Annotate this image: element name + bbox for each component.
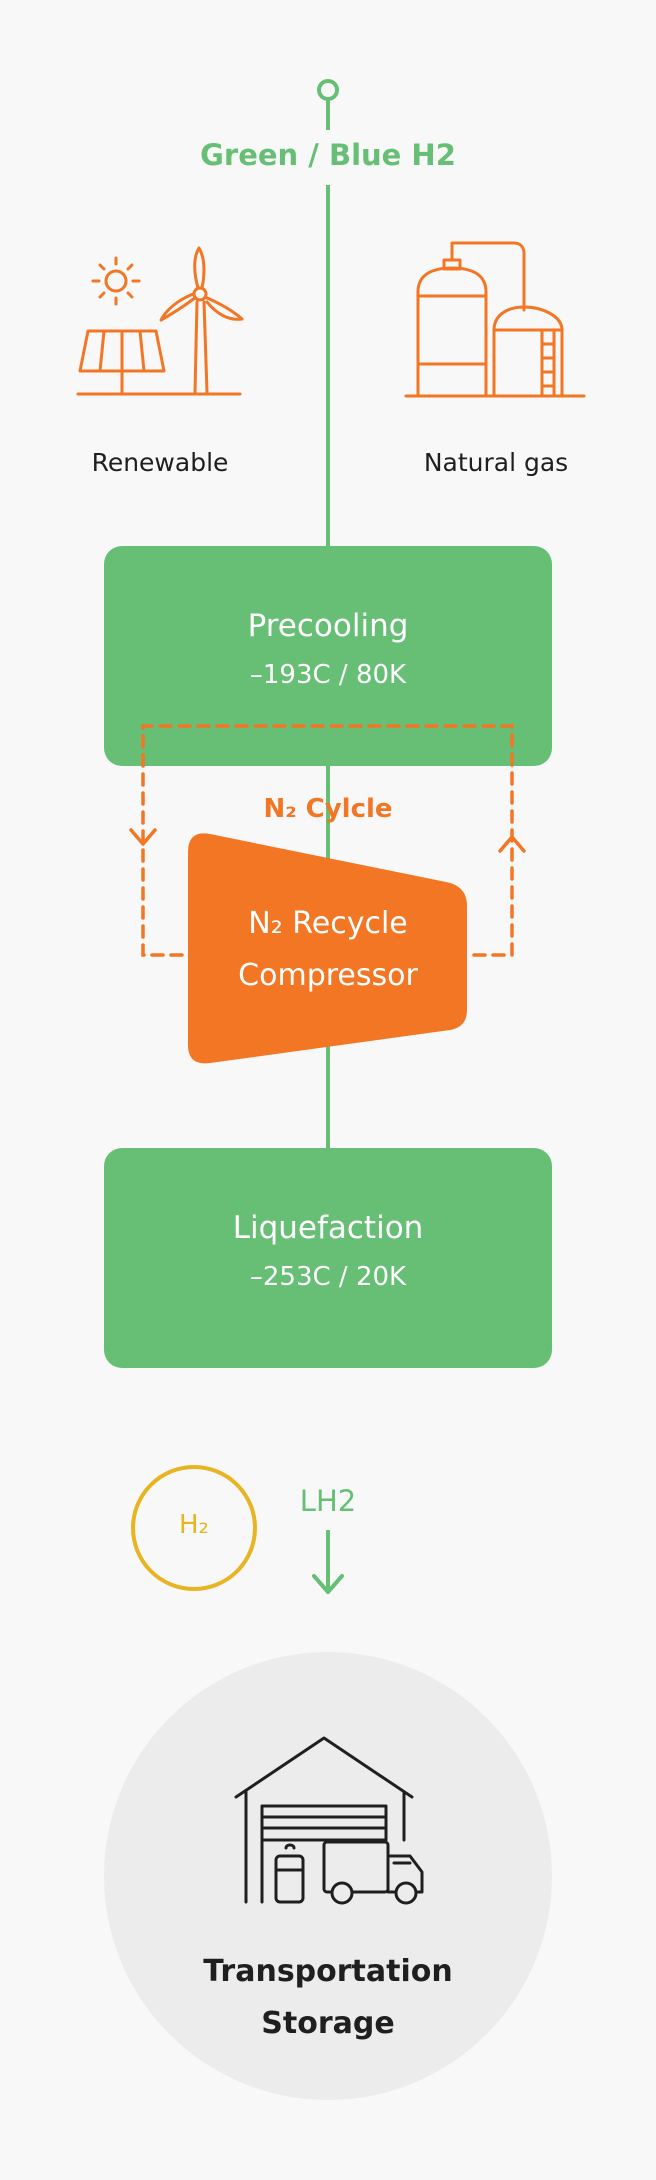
natural-gas-label: Natural gas [423,448,569,477]
gas-plant-icon [404,241,586,398]
compressor-line1: N₂ Recycle [248,906,408,941]
solar-wind-icon [76,246,244,396]
renewable-label: Renewable [91,448,229,477]
destination-line2: Storage [261,2006,395,2041]
precooling-title: Precooling [247,608,409,644]
compressor-line2: Compressor [238,958,418,993]
destination-circle [104,1652,552,2100]
precooling-box [104,546,552,766]
liquefaction-text: Liquefaction –253C / 20K [104,1148,552,1294]
destination-text: Transportation Storage [178,1946,478,2050]
n2-cycle-arrow-up [498,835,526,853]
precooling-condition: –193C / 80K [249,660,407,690]
n2-cycle-label: N₂ Cylcle [263,794,393,824]
precooling-text: Precooling –193C / 80K [104,546,552,692]
flow-start-node [317,79,339,101]
source-title: Green / Blue H2 [200,138,456,172]
liquefaction-title: Liquefaction [232,1210,424,1246]
warehouse-truck-icon [234,1736,424,1905]
destination-line1: Transportation [203,1954,453,1989]
liquefaction-box [104,1148,552,1368]
lh2-label: LH2 [268,1484,388,1518]
h2-badge-circle [131,1465,257,1591]
flow-arrowhead [312,1574,344,1594]
h2-badge-label: H₂ [179,1510,209,1540]
n2-cycle-arrow-down [129,828,157,846]
compressor-text: N₂ Recycle Compressor [188,898,468,1002]
liquefaction-condition: –253C / 20K [249,1262,407,1292]
n2-cycle-loop [141,724,514,957]
compressor-shape [188,833,467,1064]
